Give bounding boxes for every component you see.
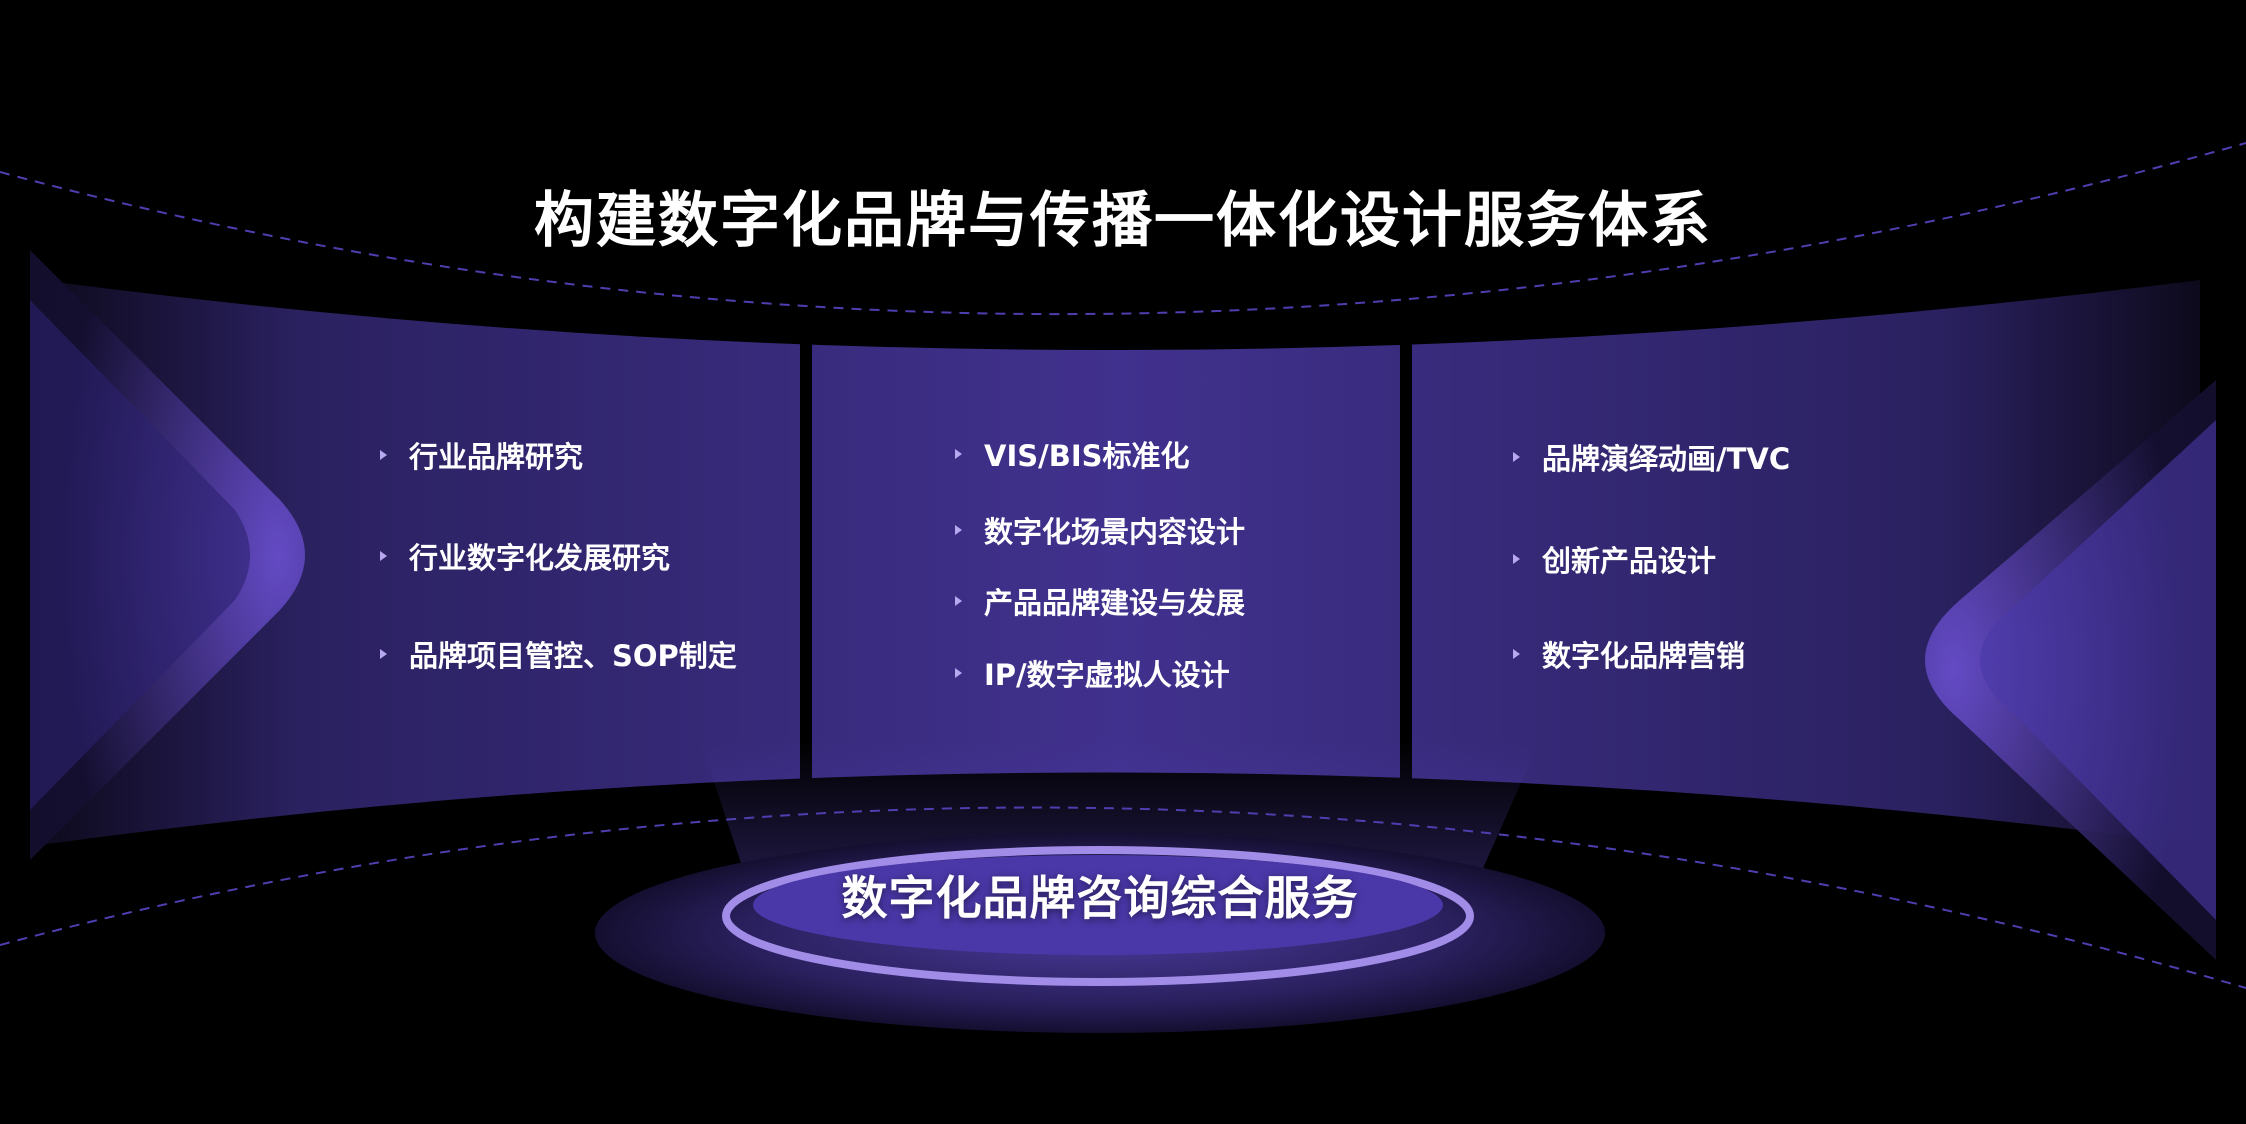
bottom-dashed-arc [0, 806, 2246, 989]
list-item: 品牌演绎动画/TVC [1513, 436, 1790, 478]
triangle-bullet-icon [955, 596, 962, 606]
triangle-bullet-icon [380, 551, 387, 561]
list-item: 产品品牌建设与发展 [955, 580, 1245, 622]
list-item: IP/数字虚拟人设计 [955, 652, 1230, 694]
triangle-bullet-icon [380, 649, 387, 659]
triangle-bullet-icon [1513, 452, 1520, 462]
list-item: 品牌项目管控、SOP制定 [380, 633, 737, 675]
page-title: 构建数字化品牌与传播一体化设计服务体系 [534, 186, 1712, 256]
triangle-bullet-icon [955, 525, 962, 535]
top-dashed-arc [0, 142, 2246, 316]
list-item: 创新产品设计 [1513, 538, 1716, 580]
panel-band [40, 280, 2200, 845]
divider-right [1400, 340, 1412, 802]
triangle-bullet-icon [1513, 554, 1520, 564]
list-item: 数字化场景内容设计 [955, 509, 1245, 551]
list-item: 数字化品牌营销 [1513, 633, 1745, 675]
stage-ring [722, 846, 1474, 986]
divider-left [800, 340, 812, 802]
triangle-bullet-icon [955, 668, 962, 678]
triangle-bullet-icon [1513, 649, 1520, 659]
list-item: 行业数字化发展研究 [380, 535, 670, 577]
list-item: VIS/BIS标准化 [955, 433, 1190, 475]
triangle-bullet-icon [380, 450, 387, 460]
hub-label: 数字化品牌咨询综合服务 [841, 871, 1359, 925]
triangle-bullet-icon [955, 449, 962, 459]
list-item: 行业品牌研究 [380, 434, 583, 476]
